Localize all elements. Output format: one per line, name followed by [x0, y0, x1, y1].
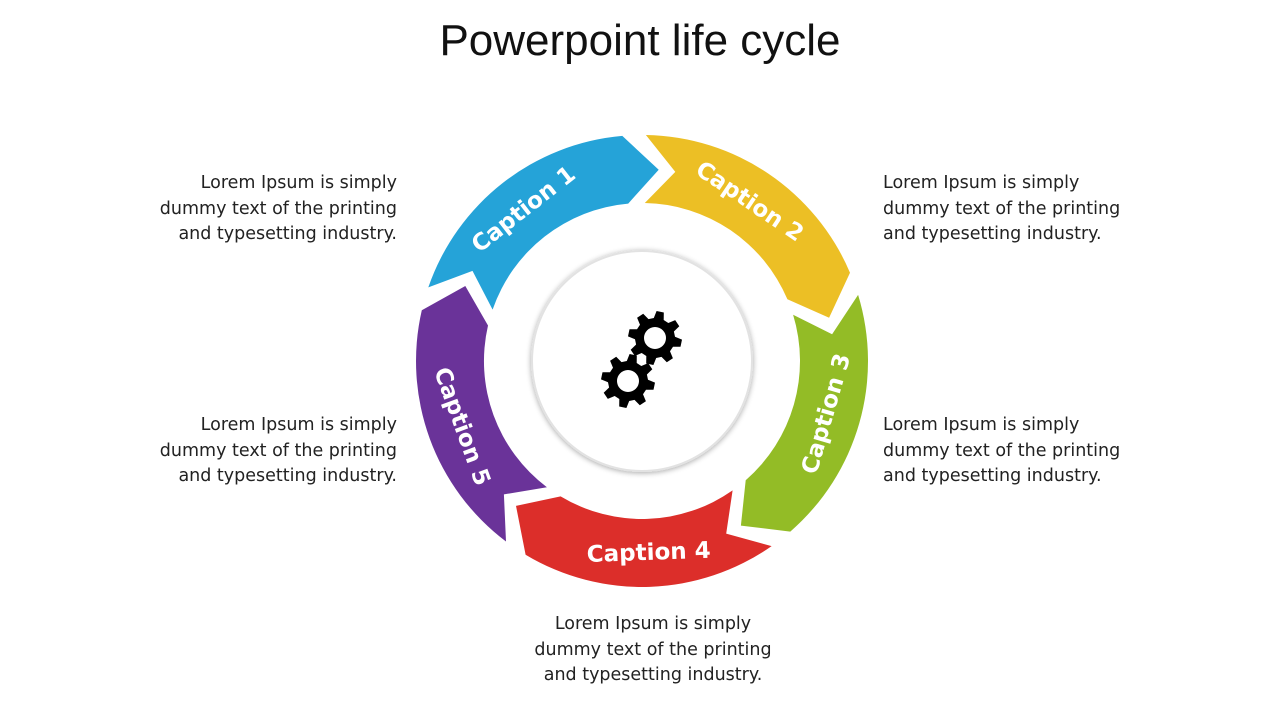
- cycle-segment-2: [644, 135, 850, 318]
- description-line: Lorem Ipsum is simply: [883, 415, 1080, 435]
- description-line: dummy text of the printing: [534, 639, 772, 660]
- description-line: and typesetting industry.: [178, 466, 397, 486]
- gears-icon: [601, 311, 682, 408]
- description-line: dummy text of the printing: [883, 198, 1121, 219]
- description-caption-2: Lorem Ipsum is simply dummy text of the …: [883, 171, 1143, 248]
- description-caption-5: Lorem Ipsum is simply dummy text of the …: [137, 413, 397, 490]
- description-caption-3: Lorem Ipsum is simply dummy text of the …: [883, 413, 1143, 490]
- gear-icon: [601, 354, 655, 408]
- cycle-segment-3: [740, 294, 869, 532]
- description-line: Lorem Ipsum is simply: [883, 173, 1080, 193]
- description-line: dummy text of the printing: [159, 198, 397, 219]
- cycle-segment-5: [416, 286, 547, 542]
- page-title: Powerpoint life cycle: [439, 16, 841, 65]
- description-caption-1: Lorem Ipsum is simply dummy text of the …: [137, 171, 397, 248]
- description-line: and typesetting industry.: [883, 224, 1102, 244]
- description-line: dummy text of the printing: [159, 440, 397, 461]
- caption-label-4: Caption 4: [586, 538, 711, 568]
- description-line: and typesetting industry.: [883, 466, 1102, 486]
- cycle-segment-1: [428, 135, 659, 310]
- description-caption-4: Lorem Ipsum is simply dummy text of the …: [523, 612, 783, 689]
- description-line: Lorem Ipsum is simply: [554, 614, 752, 634]
- description-line: dummy text of the printing: [883, 440, 1121, 461]
- center-circle: [531, 250, 753, 472]
- description-line: and typesetting industry.: [543, 665, 763, 685]
- gear-icon: [628, 311, 682, 365]
- description-line: Lorem Ipsum is simply: [200, 415, 397, 435]
- description-line: Lorem Ipsum is simply: [200, 173, 397, 193]
- cycle-segment-4: [516, 490, 772, 587]
- description-line: and typesetting industry.: [178, 224, 397, 244]
